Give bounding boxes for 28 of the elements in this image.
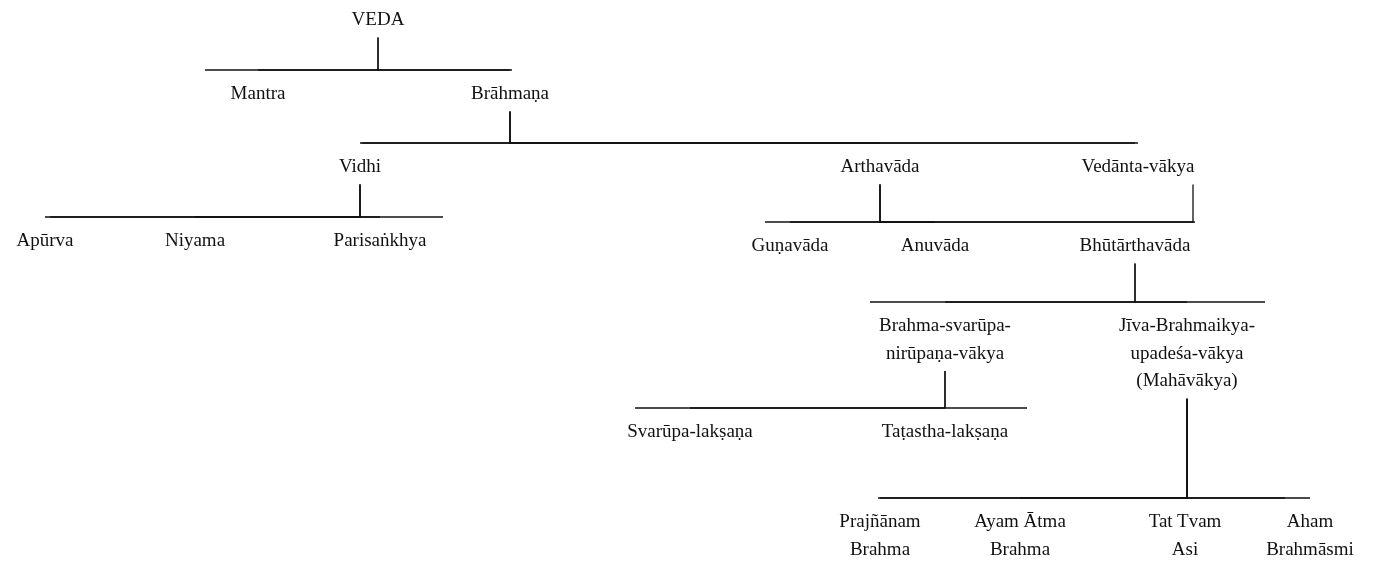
term-label: Parisaṅkhya xyxy=(333,228,427,252)
term-label: Prajñānam Brahma xyxy=(838,509,922,561)
term-label: Vidhi xyxy=(338,154,382,178)
term-label: Svarūpa-lakṣaṇa xyxy=(627,419,753,443)
tree-connector xyxy=(1186,398,1311,499)
term-label: Aham Brahmāsmi xyxy=(1265,509,1355,561)
tree-connector xyxy=(377,36,511,71)
term-label: Anuvāda xyxy=(900,233,970,257)
tree-connector xyxy=(944,370,946,409)
term-label: Apūrva xyxy=(16,228,74,252)
term-label: VEDA xyxy=(351,7,405,31)
term-label: Brahma-svarūpa- nirūpaṇa-vākya xyxy=(878,313,1012,365)
tree-connector xyxy=(1134,183,1194,223)
tree-connector xyxy=(509,110,1139,144)
tree-connector xyxy=(359,183,381,218)
term-label: Tat Tvam Asi xyxy=(1147,509,1223,561)
term-label: Jīva-Brahmaikya- upadeśa-vākya (Mahāvākya) xyxy=(1117,313,1257,393)
term-label: Taṭastha-lakṣaṇa xyxy=(881,419,1009,443)
tree-connector xyxy=(1134,262,1188,303)
term-label: Mantra xyxy=(230,81,286,105)
term-label: Vedānta-vākya xyxy=(1081,154,1195,178)
term-label: Guṇavāda xyxy=(751,233,829,257)
term-label: Bhūtārthavāda xyxy=(1079,233,1191,257)
term-label: Brāhmaṇa xyxy=(470,81,550,105)
term-label: Niyama xyxy=(164,228,226,252)
tree-connector xyxy=(879,183,1136,223)
term-label: Ayam Ātma Brahma xyxy=(973,509,1067,561)
term-label: Arthavāda xyxy=(840,154,920,178)
